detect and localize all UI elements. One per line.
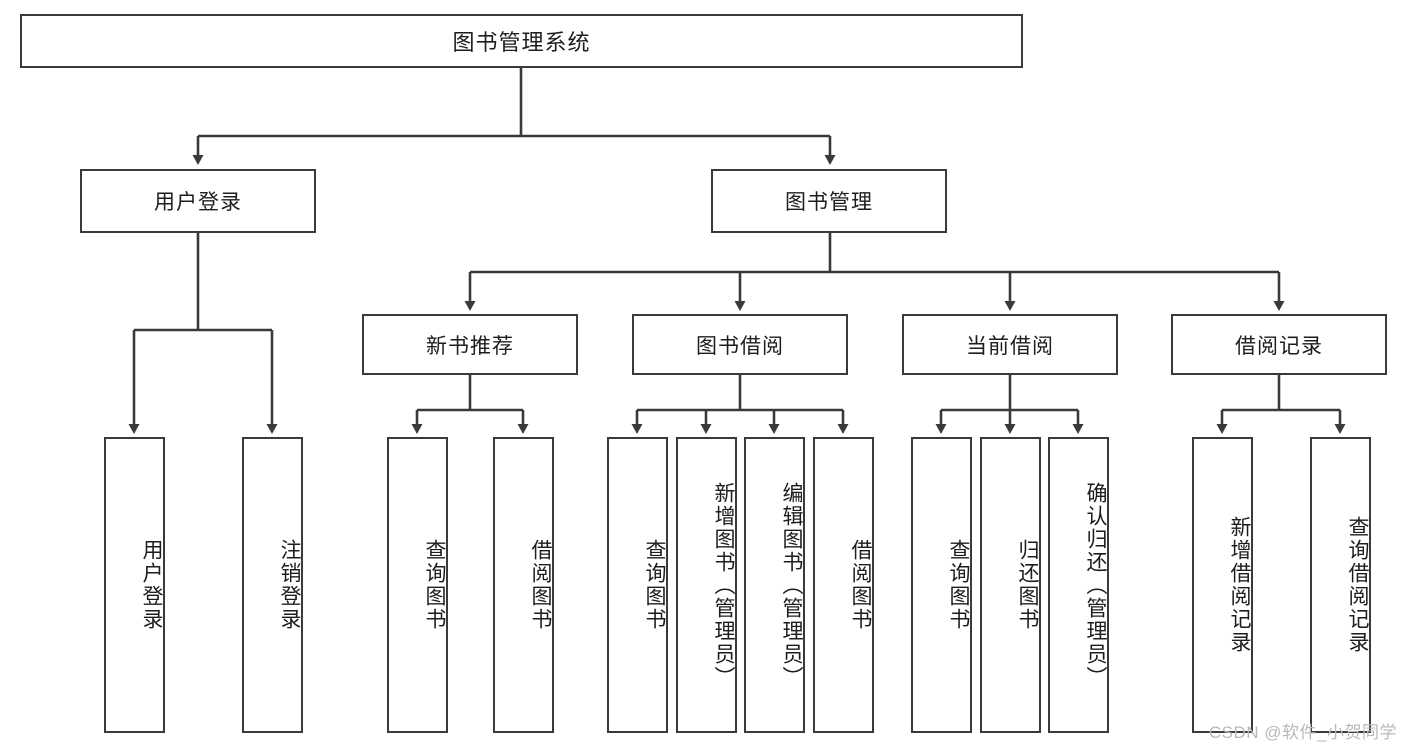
node-user-login[interactable]: 用户登录 <box>80 169 316 233</box>
leaf-edit-book-label: 编辑图书（管理员） <box>780 481 803 689</box>
node-root-label: 图书管理系统 <box>452 30 591 55</box>
node-book-borrow[interactable]: 图书借阅 <box>632 314 848 375</box>
node-new-book-recommend-label: 新书推荐 <box>426 334 514 358</box>
watermark: CSDN @软件_小贺同学 <box>1208 723 1397 742</box>
leaf-query-record[interactable]: 查询借阅记录 <box>1310 437 1371 733</box>
leaf-borrow-book-1-label: 借阅图书 <box>529 539 552 631</box>
leaf-return-book-label: 归还图书 <box>1016 539 1039 631</box>
leaf-return-book[interactable]: 归还图书 <box>980 437 1041 733</box>
leaf-edit-book[interactable]: 编辑图书（管理员） <box>744 437 805 733</box>
leaf-borrow-book-1[interactable]: 借阅图书 <box>493 437 554 733</box>
leaf-user-login-label: 用户登录 <box>140 539 163 631</box>
node-new-book-recommend[interactable]: 新书推荐 <box>362 314 578 375</box>
node-book-management-label: 图书管理 <box>785 191 873 214</box>
leaf-query-book-1-label: 查询图书 <box>423 539 446 631</box>
leaf-query-book-3[interactable]: 查询图书 <box>911 437 972 733</box>
leaf-add-record[interactable]: 新增借阅记录 <box>1192 437 1253 733</box>
node-book-management[interactable]: 图书管理 <box>711 169 947 233</box>
leaf-add-record-label: 新增借阅记录 <box>1228 516 1251 654</box>
leaf-add-book[interactable]: 新增图书（管理员） <box>676 437 737 733</box>
leaf-add-book-label: 新增图书（管理员） <box>712 481 735 689</box>
node-current-borrow-label: 当前借阅 <box>966 334 1054 358</box>
leaf-query-book-2[interactable]: 查询图书 <box>607 437 668 733</box>
leaf-query-record-label: 查询借阅记录 <box>1346 516 1369 654</box>
node-borrow-record-label: 借阅记录 <box>1235 334 1323 358</box>
leaf-borrow-book-2-label: 借阅图书 <box>849 539 872 631</box>
leaf-confirm-return[interactable]: 确认归还（管理员） <box>1048 437 1109 733</box>
node-root[interactable]: 图书管理系统 <box>20 14 1023 68</box>
leaf-borrow-book-2[interactable]: 借阅图书 <box>813 437 874 733</box>
node-current-borrow[interactable]: 当前借阅 <box>902 314 1118 375</box>
node-user-login-label: 用户登录 <box>154 191 242 214</box>
leaf-user-logout-label: 注销登录 <box>278 539 301 631</box>
node-borrow-record[interactable]: 借阅记录 <box>1171 314 1387 375</box>
leaf-query-book-3-label: 查询图书 <box>947 539 970 631</box>
leaf-user-logout[interactable]: 注销登录 <box>242 437 303 733</box>
leaf-confirm-return-label: 确认归还（管理员） <box>1084 481 1107 689</box>
node-book-borrow-label: 图书借阅 <box>696 334 784 358</box>
leaf-query-book-2-label: 查询图书 <box>643 539 666 631</box>
leaf-query-book-1[interactable]: 查询图书 <box>387 437 448 733</box>
leaf-user-login[interactable]: 用户登录 <box>104 437 165 733</box>
